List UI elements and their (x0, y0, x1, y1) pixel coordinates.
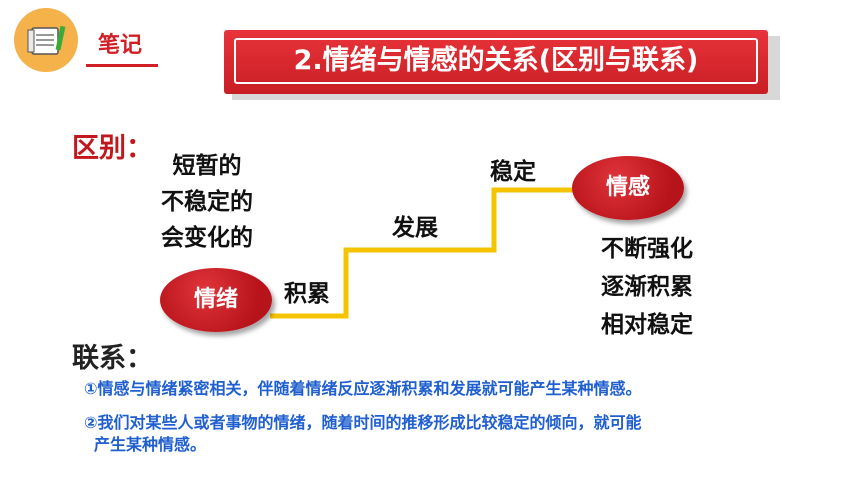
connection-point-1: ①情感与情绪紧密相关，伴随着情绪反应逐渐积累和发展就可能产生某种情感。 (84, 379, 642, 398)
step-label-develop: 发展 (392, 215, 438, 241)
feeling-trait: 逐渐积累 (601, 274, 693, 300)
connection-point-2: ②我们对某些人或者事物的情绪，随着时间的推移形成比较稳定的倾向，就可能 (84, 413, 642, 432)
banner-border (234, 38, 758, 84)
step-label-accumulate: 积累 (284, 281, 330, 307)
note-underline (86, 64, 158, 67)
step-label-stable: 稳定 (490, 159, 536, 185)
difference-heading: 区别： (72, 133, 153, 164)
page-title: 2.情绪与情感的关系(区别与联系) (293, 45, 699, 76)
feeling-traits: 不断强化 逐渐积累 相对稳定 (582, 230, 712, 344)
feeling-bubble: 情感 (572, 156, 684, 220)
connection-heading: 联系： (72, 343, 153, 374)
emotion-traits: 短暂的 不稳定的 会变化的 (142, 148, 272, 256)
notebook-icon (27, 25, 66, 55)
feeling-trait: 相对稳定 (601, 312, 693, 338)
feeling-trait: 不断强化 (601, 236, 693, 262)
emotion-trait: 短暂的 (172, 153, 242, 179)
emotion-bubble: 情绪 (160, 268, 272, 332)
emotion-trait: 会变化的 (161, 225, 253, 251)
note-label: 笔记 (98, 33, 143, 58)
connection-point-2-cont: 产生某种情感。 (94, 435, 207, 454)
emotion-trait: 不稳定的 (161, 189, 253, 215)
